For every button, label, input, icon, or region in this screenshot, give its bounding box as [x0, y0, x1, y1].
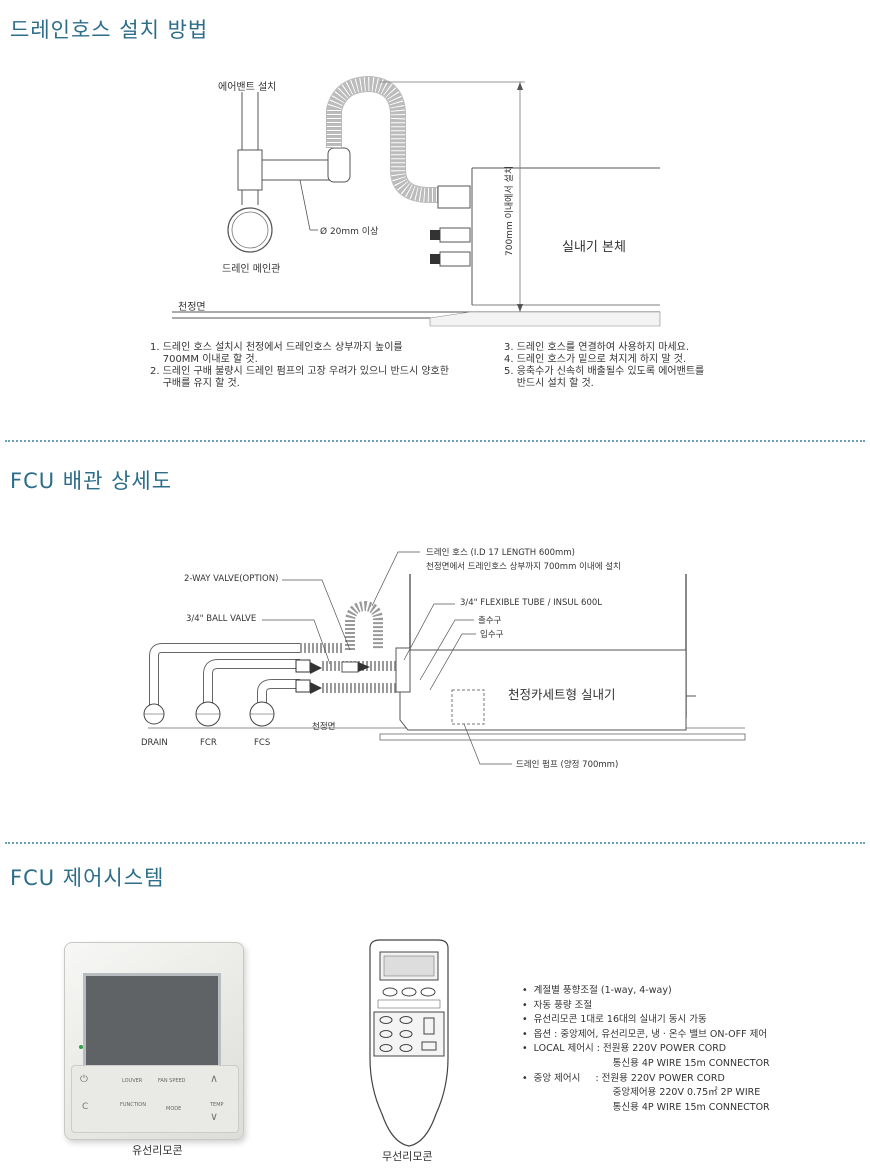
fcs-label: FCS [254, 738, 271, 748]
notes-right: 3. 드레인 호스를 연결하여 사용하지 마세요. 4. 드레인 호스가 밑으로… [504, 342, 704, 390]
fcr-label: FCR [200, 738, 217, 748]
cassette-label: 천정카세트형 실내기 [508, 687, 616, 702]
note-2: 2. 드레인 구배 불량시 드레인 펌프의 고장 우려가 있으니 반드시 양호한… [150, 366, 449, 389]
section-title-fcu-control: FCU 제어시스템 [10, 866, 165, 890]
outlet-label: 출수구 [478, 616, 502, 626]
power-led-icon [79, 1045, 83, 1049]
wireless-remote-caption: 무선리모콘 [382, 1150, 433, 1163]
wired-remote-button-panel: ⏻ LOUVER FAN SPEED ∧ C FUNCTION MODE TEM… [71, 1065, 239, 1133]
section-title-drain-hose: 드레인호스 설치 방법 [10, 18, 209, 42]
inlet-label: 입수구 [480, 630, 504, 640]
wired-remote-caption: 유선리모콘 [132, 1144, 183, 1157]
height-label: 700mm 이내에서 설치 [505, 165, 515, 256]
wireless-remote [369, 939, 449, 1147]
feature-item: • 계절별 풍향조절 (1-way, 4-way) [522, 985, 672, 996]
power-button[interactable]: ⏻ [80, 1074, 88, 1085]
note-5: 5. 응축수가 신속히 배출될수 있도록 에어밴트를 반드시 설치 할 것. [504, 366, 705, 389]
divider-1 [5, 440, 865, 442]
feature-item: • 유선리모콘 1대로 16대의 실내기 동시 가동 [522, 1014, 707, 1026]
feature-item: • 옵션 : 중앙제어, 유선리모콘, 냉 · 온수 밸브 ON-OFF 제어 [522, 1028, 768, 1040]
notes-left: 1. 드레인 호스 설치시 천정에서 드레인호스 상부까지 높이를 700MM … [150, 342, 449, 390]
function-button[interactable]: FUNCTION [120, 1102, 146, 1108]
air-vent-label: 에어밴트 설치 [218, 82, 277, 93]
feature-item: 통신용 4P WIRE 15m CONNECTOR [522, 1101, 770, 1113]
divider-2 [5, 842, 865, 844]
fan-speed-button[interactable]: FAN SPEED [158, 1078, 186, 1084]
flex-tube-label: 3/4" FLEXIBLE TUBE / INSUL 600L [460, 598, 603, 608]
fcu-piping-diagram [143, 551, 746, 765]
feature-item: • 중앙 제어시 : 전원용 220V POWER CORD [522, 1072, 725, 1084]
feature-item: • LOCAL 제어시 : 전원용 220V POWER CORD [522, 1043, 727, 1055]
drain-hose-diagram [172, 75, 661, 327]
note-3: 3. 드레인 호스를 연결하여 사용하지 마세요. [504, 342, 690, 353]
mode-button[interactable]: MODE [166, 1106, 182, 1112]
feature-list: • 계절별 풍향조절 (1-way, 4-way) • 자동 풍량 조절 • 유… [522, 984, 770, 1115]
feature-item: 중앙제어용 220V 0.75㎡ 2P WIRE [522, 1087, 761, 1099]
section-title-fcu-piping: FCU 배관 상세도 [10, 469, 173, 493]
drain-hose-label-1: 드레인 호스 (I.D 17 LENGTH 600mm) [426, 548, 575, 558]
flexible-hose [326, 75, 470, 203]
ceiling-label: 천정면 [178, 302, 206, 313]
temp-down-icon[interactable]: ∨ [210, 1110, 219, 1123]
louver-button[interactable]: LOUVER [122, 1078, 143, 1084]
wired-remote-screen [83, 973, 221, 1069]
note-4: 4. 드레인 호스가 밑으로 쳐지게 하지 말 것. [504, 354, 687, 365]
clock-button[interactable]: C [82, 1102, 89, 1112]
indoor-unit-label: 실내기 본체 [562, 240, 626, 255]
ceiling-label-2: 천정면 [312, 722, 336, 732]
temp-label: TEMP [210, 1102, 224, 1108]
drain-main-label: 드레인 메인관 [222, 264, 281, 275]
two-way-valve-label: 2-WAY VALVE(OPTION) [184, 574, 279, 584]
feature-item: 통신용 4P WIRE 15m CONNECTOR [522, 1057, 770, 1069]
diameter-label: Ø 20mm 이상 [320, 227, 379, 237]
drain-label: DRAIN [141, 738, 168, 748]
pump-label: 드레인 펌프 (양정 700mm) [516, 760, 619, 770]
note-1: 1. 드레인 호스 설치시 천정에서 드레인호스 상부까지 높이를 700MM … [150, 342, 403, 365]
feature-item: • 자동 풍량 조절 [522, 999, 593, 1011]
ball-valve-label: 3/4" BALL VALVE [186, 614, 257, 624]
drain-hose-label-2: 천정면에서 드레인호스 상부까지 700mm 이내에 설치 [426, 562, 621, 572]
wired-remote: ⏻ LOUVER FAN SPEED ∧ C FUNCTION MODE TEM… [64, 942, 244, 1140]
temp-up-icon[interactable]: ∧ [210, 1072, 219, 1085]
